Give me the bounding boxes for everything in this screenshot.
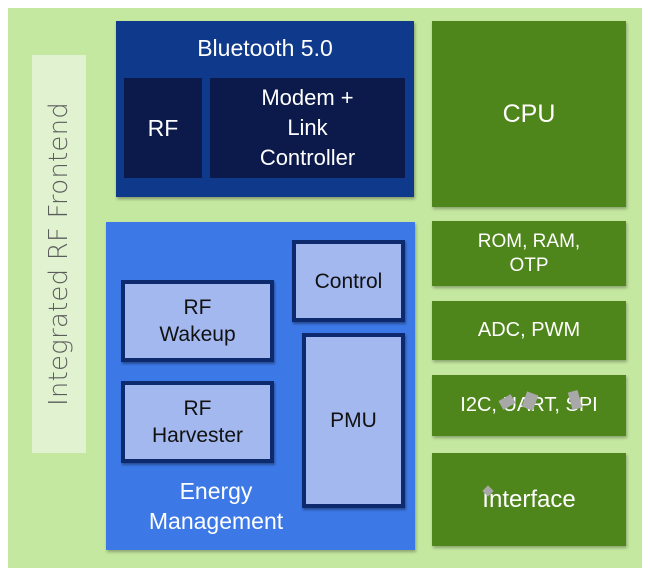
rf-harvester-line-2: Harvester [151, 424, 244, 447]
modem-label-line-3: Controller [259, 145, 356, 170]
rf-harvester-line-1: RF [183, 397, 212, 420]
energy-management-label: Energy Management [116, 476, 316, 536]
rf-frontend-label: Integrated RF Frontend [44, 102, 74, 406]
bluetooth-block: Bluetooth 5.0 RF Modem + Link Controller [116, 21, 414, 197]
modem-label-line-1: Modem + [261, 85, 354, 110]
memory-label-line-1: ROM, RAM, [477, 230, 581, 252]
rf-wakeup-line-2: Wakeup [159, 323, 236, 346]
energy-management-block: RF Wakeup RF Harvester Control PMU Energ… [106, 222, 415, 550]
interface-block: Interface [432, 453, 626, 546]
modem-label-line-2: Link [287, 115, 328, 140]
modem-link-controller-block: Modem + Link Controller [210, 78, 405, 178]
rf-wakeup-block: RF Wakeup [121, 280, 274, 362]
control-block: Control [292, 240, 405, 322]
bluetooth-rf-label: RF [147, 114, 179, 141]
rf-frontend-block: Integrated RF Frontend [32, 55, 86, 453]
cpu-block: CPU [432, 21, 626, 207]
control-label: Control [314, 269, 383, 293]
energy-label-line-2: Management [148, 508, 284, 534]
pmu-block: PMU [302, 333, 405, 508]
bluetooth-title: Bluetooth 5.0 [197, 35, 333, 61]
adc-pwm-block: ADC, PWM [432, 301, 626, 360]
rf-harvester-block: RF Harvester [121, 381, 274, 463]
memory-block: ROM, RAM, OTP [432, 221, 626, 286]
interface-label: Interface [482, 485, 576, 513]
adc-pwm-label: ADC, PWM [477, 319, 581, 341]
cpu-label: CPU [502, 99, 556, 128]
memory-label-line-2: OTP [509, 254, 549, 276]
energy-label-line-1: Energy [179, 478, 253, 504]
serial-interfaces-block: I2C, UART, SPI [432, 375, 626, 436]
pmu-label: PMU [330, 409, 377, 432]
bluetooth-rf-block: RF [124, 78, 202, 178]
rf-wakeup-line-1: RF [183, 296, 212, 319]
